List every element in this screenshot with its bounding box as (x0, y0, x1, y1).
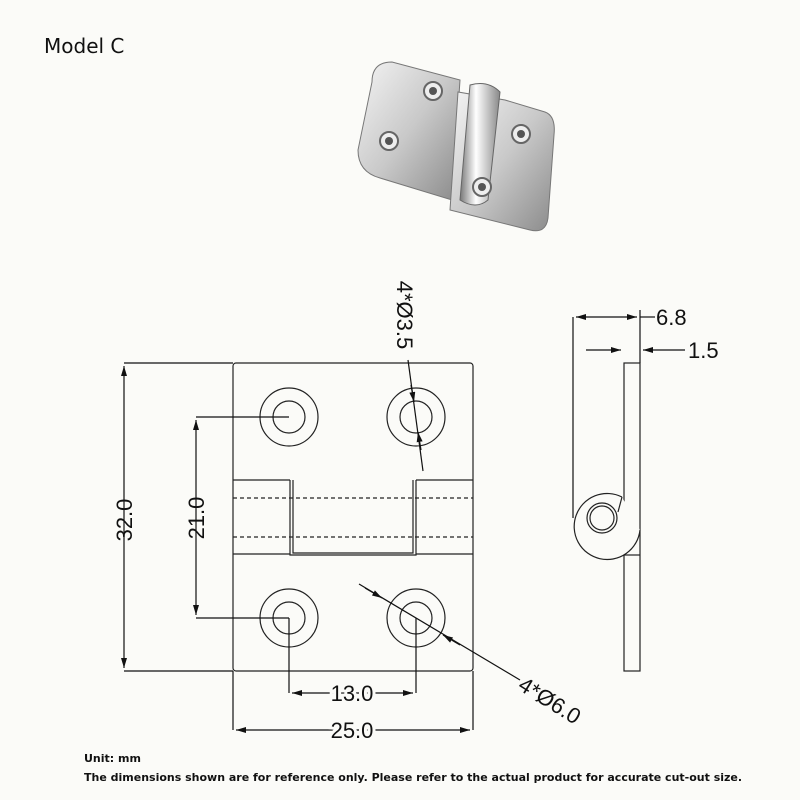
dim-countersink-diameter: 4*Ø6.0 (514, 672, 585, 730)
front-view (232, 362, 474, 672)
dim-hole-pitch-horizontal: 13.0 (331, 681, 374, 706)
model-title: Model C (44, 34, 125, 58)
side-view (573, 362, 641, 672)
disclaimer-note: The dimensions shown are for reference o… (84, 771, 743, 784)
dim-leaf-thickness: 1.5 (688, 338, 719, 363)
dim-open-thickness: 6.8 (656, 305, 687, 330)
unit-note: Unit: mm (84, 752, 141, 765)
dim-hole-pitch-vertical: 21.0 (184, 497, 209, 540)
dim-height-total: 32.0 (112, 499, 137, 542)
hinge-photo (357, 61, 555, 232)
dim-hole-diameter: 4*Ø3.5 (392, 281, 417, 350)
dim-width-total: 25.0 (331, 718, 374, 743)
dimension-lines (121, 310, 685, 733)
